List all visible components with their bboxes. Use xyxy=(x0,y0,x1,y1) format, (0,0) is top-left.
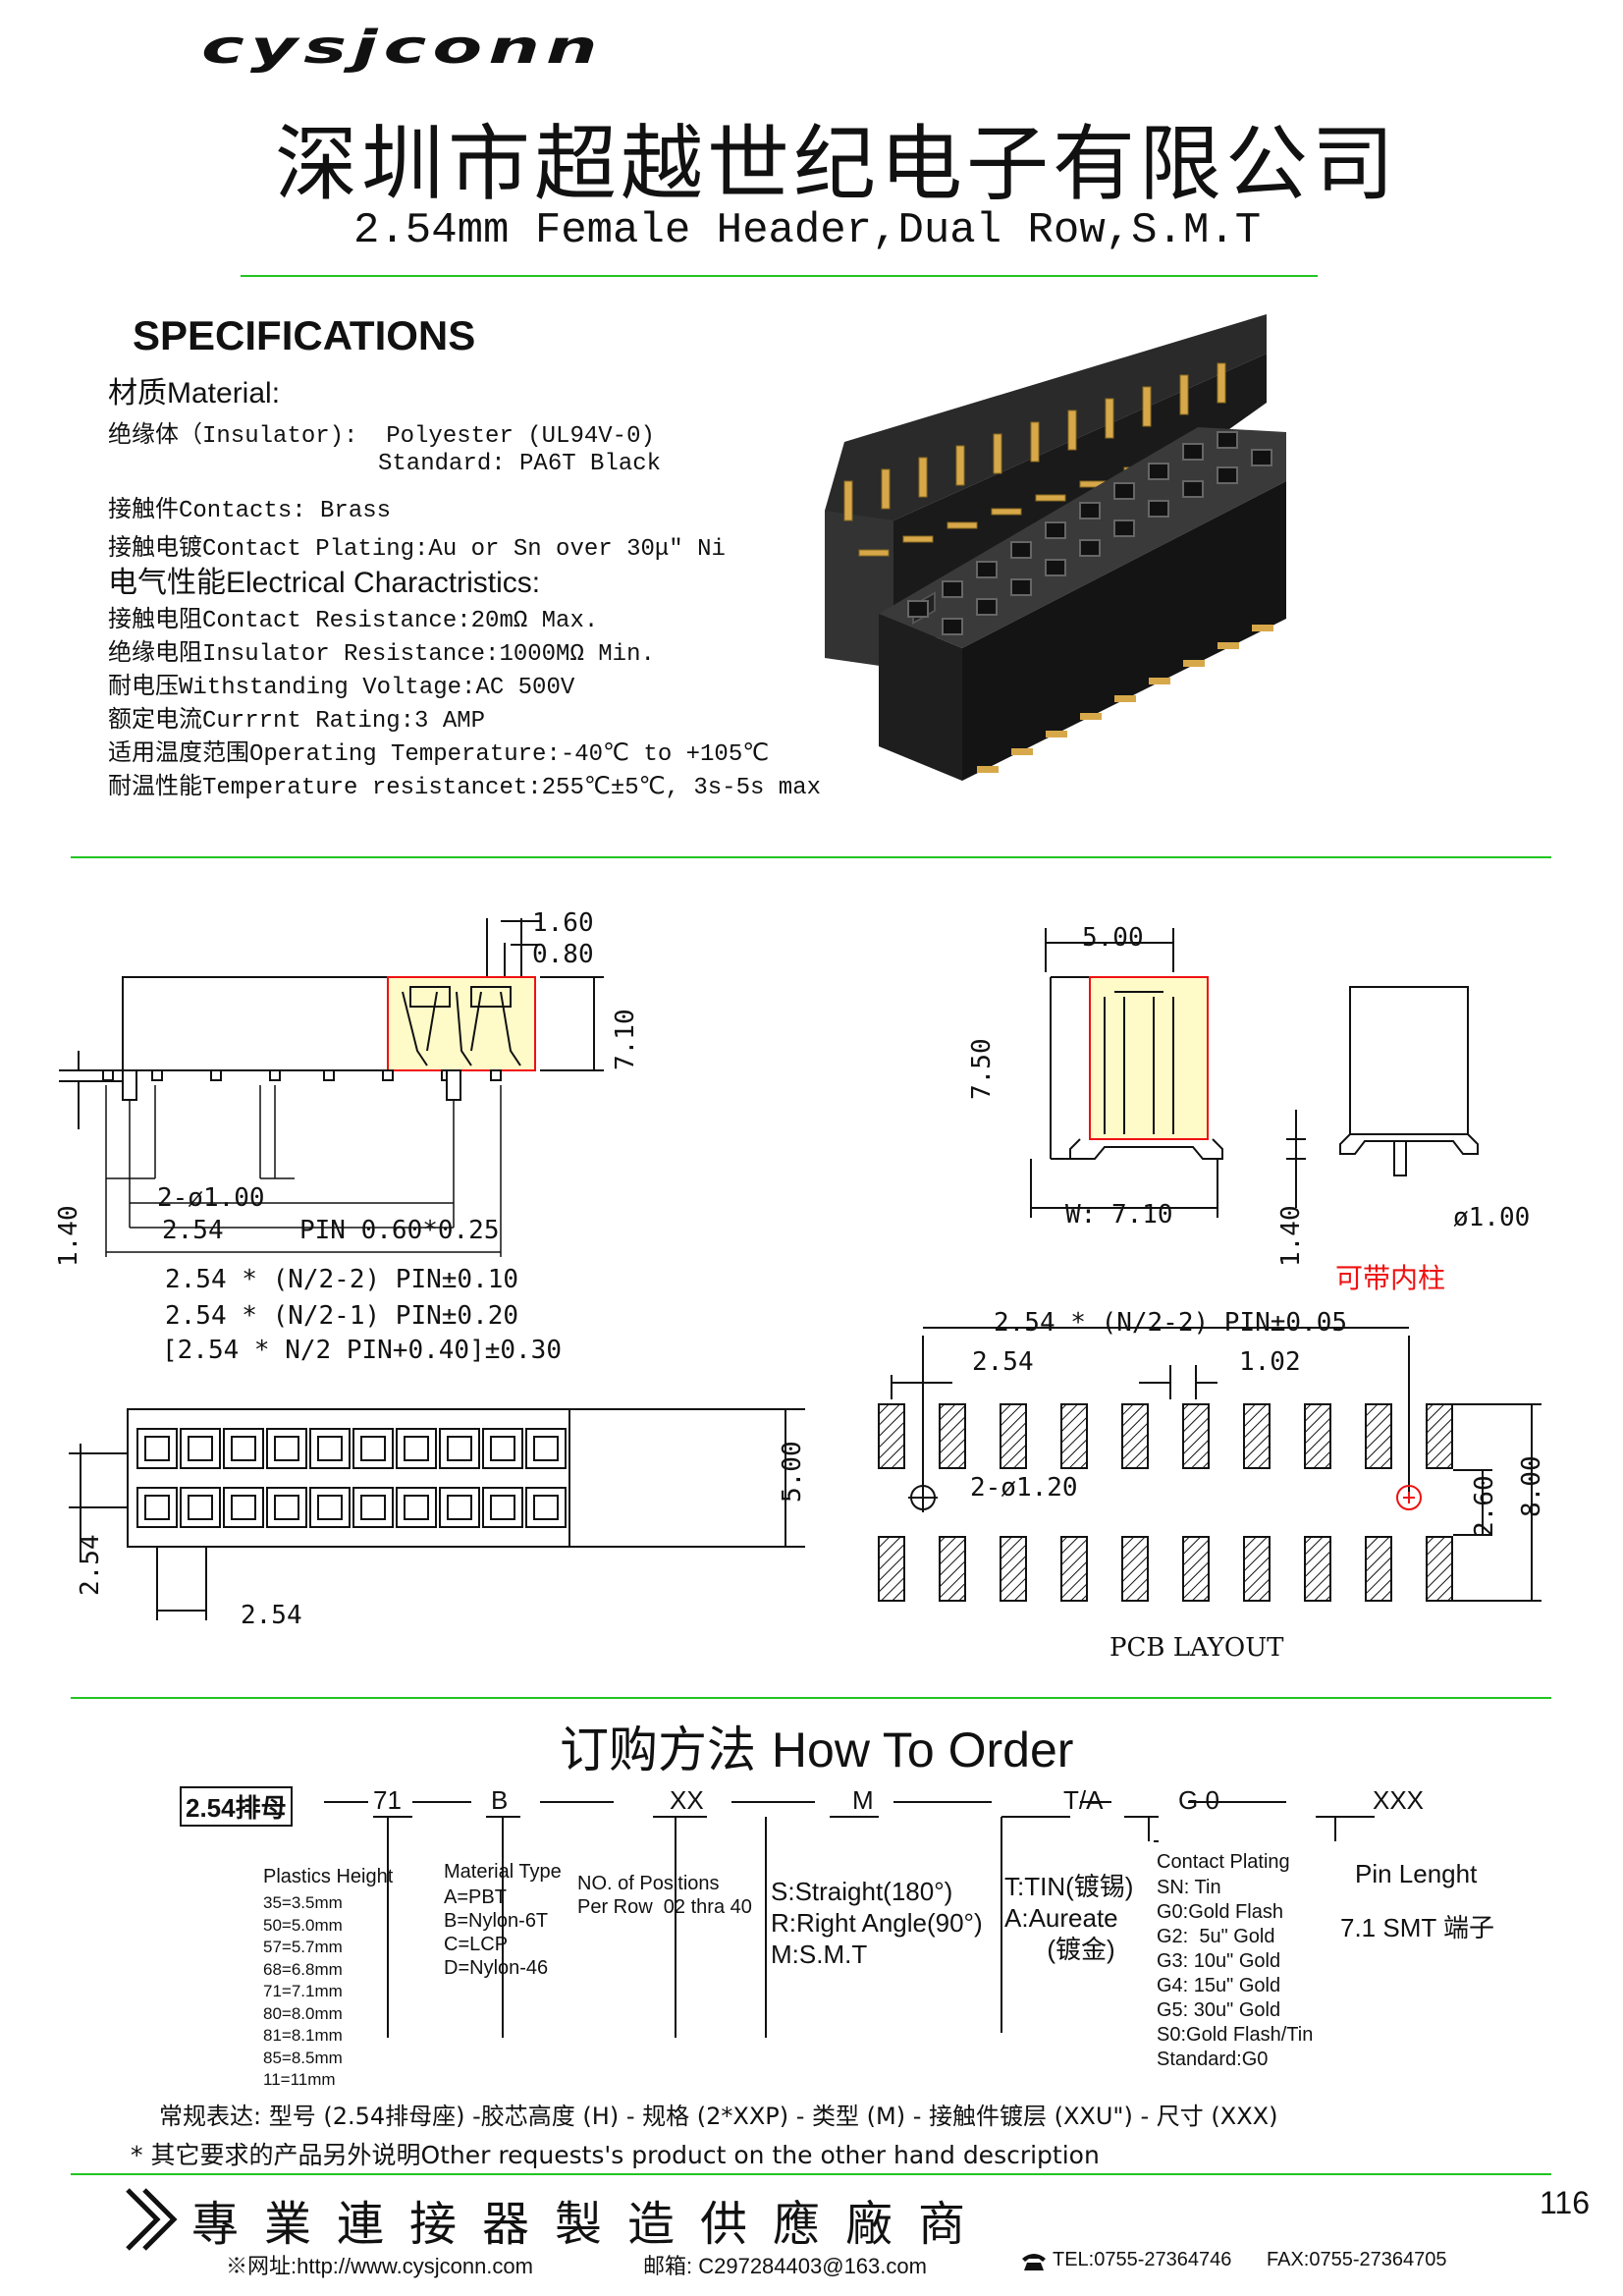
dim-7-50: 7.50 xyxy=(967,1038,997,1100)
spec-insulator: 绝缘体（Insulator): Polyester (UL94V-0) xyxy=(108,423,655,450)
pcb-layout-drawing xyxy=(878,1327,1542,1602)
dim-5-00: 5.00 xyxy=(1082,923,1144,953)
spec-current: 额定电流Currrnt Rating:3 AMP xyxy=(108,708,486,735)
order-code-contact: G 0 xyxy=(1178,1785,1219,1815)
spec-resistance: 接触电阻Contact Resistance:20mΩ Max. xyxy=(108,608,599,634)
dim-7-10: 7.10 xyxy=(611,1009,640,1070)
contact-plating-list: SN: Tin G0:Gold Flash G2: 5u" Gold G3: 1… xyxy=(1157,1877,1314,2070)
pcb-dim-2-60: 2.60 xyxy=(1470,1475,1499,1537)
fax: FAX:0755-27364705 xyxy=(1267,2249,1447,2270)
dim-formula-3: [2.54 * N/2 PIN+0.40]±0.30 xyxy=(162,1336,562,1365)
other-request-note: * 其它要求的产品另外说明Other requests's product on… xyxy=(131,2141,1100,2169)
plastics-height-title: Plastics Height xyxy=(263,1866,394,1887)
dim-top-2-54-v: 2.54 xyxy=(76,1534,105,1596)
dim-hole-1-00: 2-ø1.00 xyxy=(157,1183,265,1213)
order-code-plating: T/A xyxy=(1063,1785,1104,1815)
website: ※网址:http://www.cysjconn.com xyxy=(226,2254,533,2278)
specifications-title: SPECIFICATIONS xyxy=(133,312,476,358)
dim-formula-1: 2.54 * (N/2-2) PIN±0.10 xyxy=(165,1265,519,1294)
product-title: 2.54mm Female Header,Dual Row,S.M.T xyxy=(353,206,1262,255)
material-type-list: A=PBT B=Nylon-6T C=LCP D=Nylon-46 xyxy=(444,1886,549,1979)
dim-0-80: 0.80 xyxy=(532,940,594,969)
dim-1-40-side: 1.40 xyxy=(1276,1205,1306,1267)
type-list: S:Straight(180°) R:Right Angle(90°) M:S.… xyxy=(771,1877,983,1969)
spec-insulation: 绝缘电阻Insulator Resistance:1000MΩ Min. xyxy=(108,641,655,668)
contact-plating-title: Contact Plating xyxy=(1157,1851,1290,1873)
email: 邮箱: C297284403@163.com xyxy=(643,2254,927,2278)
electrical-heading: 电气性能Electrical Charactristics: xyxy=(108,567,541,599)
how-to-order-en: How To Order xyxy=(771,1722,1074,1777)
pin-length-title: Pin Lenght xyxy=(1355,1859,1478,1888)
section-divider-3 xyxy=(71,2173,1551,2175)
dim-1-40: 1.40 xyxy=(54,1205,83,1267)
order-prefix: 2.54排母 xyxy=(180,1786,293,1827)
plating-options: T:TIN(镀锡) A:Aureate (镀金) xyxy=(1004,1872,1134,1964)
order-code-type: M xyxy=(852,1785,874,1815)
dim-top-2-54-h: 2.54 xyxy=(241,1601,302,1630)
header-divider xyxy=(241,275,1318,277)
spec-standard: Standard: PA6T Black xyxy=(378,451,662,477)
dim-width-7-10: W: 7.10 xyxy=(1065,1200,1173,1230)
how-to-order-title: 订购方法 How To Order xyxy=(560,1711,1073,1781)
dim-pin-size: PIN 0.60*0.25 xyxy=(299,1216,500,1245)
company-name: 深圳市超越世纪电子有限公司 xyxy=(275,116,1399,212)
how-to-order-cn: 订购方法 xyxy=(560,1722,756,1778)
normal-expression: 常规表达: 型号 (2.54排母座) -胶芯高度 (H) - 规格 (2*XXP… xyxy=(159,2103,1278,2130)
dim-1-60: 1.60 xyxy=(532,908,594,938)
pcb-pad-1-02: 1.02 xyxy=(1239,1347,1301,1377)
order-code-lines xyxy=(324,1801,1375,2038)
plastics-height-list: 35=3.5mm 50=5.0mm 57=5.7mm 68=6.8mm 71=7… xyxy=(263,1893,343,2089)
section-divider-1 xyxy=(71,856,1551,858)
order-code-positions: XX xyxy=(670,1785,704,1815)
material-heading: 材质Material: xyxy=(108,377,281,410)
pcb-layout-label: PCB LAYOUT xyxy=(1109,1633,1284,1663)
pcb-pitch-2-54: 2.54 xyxy=(972,1347,1034,1377)
chevron-icon xyxy=(126,2188,178,2251)
section-divider-2 xyxy=(71,1697,1551,1699)
side-view-drawing xyxy=(59,918,604,1257)
pcb-formula: 2.54 * (N/2-2) PIN±0.05 xyxy=(994,1308,1348,1338)
spec-contacts: 接触件Contacts: Brass xyxy=(108,498,392,524)
spec-temp-resistance: 耐温性能Temperature resistancet:255℃±5℃, 3s-… xyxy=(108,775,821,801)
company-slogan: 專業連接器製造供應廠商 xyxy=(191,2197,992,2252)
top-view-drawing xyxy=(69,1408,805,1620)
pcb-dim-8-00: 8.00 xyxy=(1517,1455,1546,1517)
company-logo: cysjconn xyxy=(201,22,604,75)
pcb-hole-1-20: 2-ø1.20 xyxy=(970,1473,1078,1503)
order-code-pin-length: XXX xyxy=(1373,1785,1425,1815)
post-note: 可带内柱 xyxy=(1335,1262,1446,1294)
spec-voltage: 耐电压Withstanding Voltage:AC 500V xyxy=(108,675,575,701)
positions-info: NO. of Positions Per Row 02 thra 40 xyxy=(577,1873,752,1918)
dim-formula-2: 2.54 * (N/2-1) PIN±0.20 xyxy=(165,1301,519,1331)
product-3d-render xyxy=(825,314,1286,781)
spec-temperature: 适用温度范围Operating Temperature:-40℃ to +105… xyxy=(108,741,770,768)
order-code-height: 71 xyxy=(373,1785,402,1815)
dim-top-5-00: 5.00 xyxy=(778,1441,807,1503)
order-code-material: B xyxy=(491,1785,509,1815)
spec-plating: 接触电镀Contact Plating:Au or Sn over 30μ" N… xyxy=(108,536,726,563)
page-number: 116 xyxy=(1540,2185,1591,2220)
telephone: TEL:0755-27364746 xyxy=(1053,2249,1232,2270)
pin-length-value: 7.1 SMT 端子 xyxy=(1340,1913,1495,1942)
dim-pitch-2-54: 2.54 xyxy=(162,1216,224,1245)
front-view-drawing xyxy=(1030,928,1479,1218)
dim-post-dia: ø1.00 xyxy=(1453,1203,1531,1232)
telephone-icon xyxy=(1022,2254,1046,2270)
material-type-title: Material Type xyxy=(444,1861,562,1883)
